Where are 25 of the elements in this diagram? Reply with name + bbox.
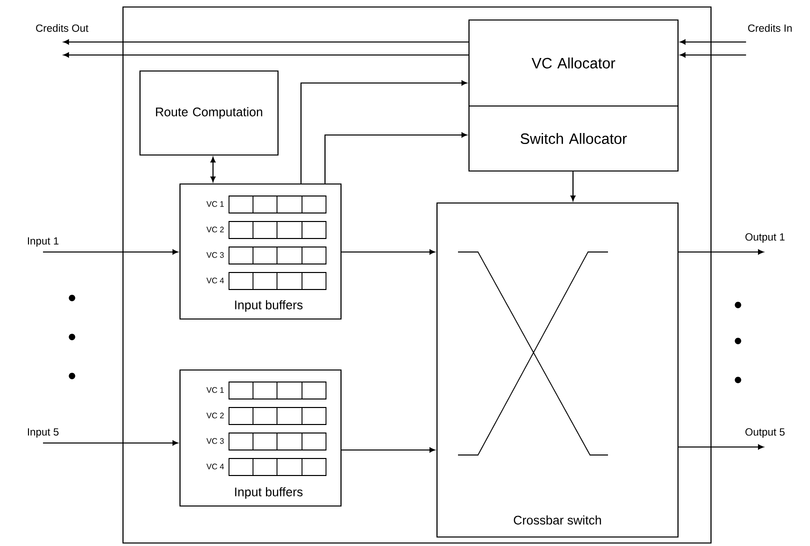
port-label: Credits In [748,24,792,32]
arrow [680,39,746,45]
port-label: Credits Out [36,24,88,32]
router-box [122,6,712,544]
port-label: Output 1 [745,233,785,243]
arrow [43,440,178,446]
arrow [678,249,764,255]
port-label: Input 5 [28,428,59,438]
arrow [342,447,435,453]
arrow [63,52,468,58]
arrow [570,172,576,201]
allocator-box: Switch Allocator [468,105,679,172]
route-computation-box: Route Computation [139,70,279,156]
arrow [342,249,435,255]
port-label: Input 1 [28,237,58,247]
arrow [680,52,746,58]
arrow [324,132,467,184]
arrow [210,157,216,182]
arrow [63,39,468,45]
arrow [300,80,467,184]
crossbar-box: Crossbar switch [436,202,679,538]
port-label: Output 5 [745,428,785,438]
arrow [43,249,178,255]
arrow [678,444,764,450]
allocator-box: VC Allocator [468,19,679,107]
